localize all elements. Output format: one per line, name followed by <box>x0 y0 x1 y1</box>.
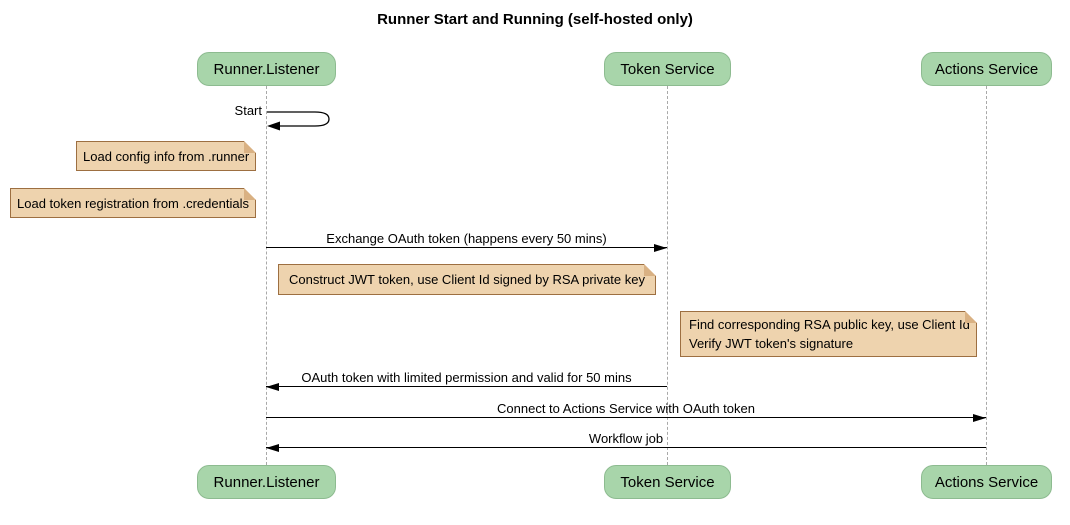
note-text: Load config info from .runner <box>83 148 250 164</box>
arrow-right-icon <box>266 417 986 418</box>
arrow-right-icon <box>266 247 667 248</box>
message-workflow-job: Workflow job <box>266 431 986 448</box>
message-oauth-token-return: OAuth token with limited permission and … <box>266 370 667 387</box>
participant-actions-service-top: Actions Service <box>921 52 1052 86</box>
message-label: Workflow job <box>588 431 664 446</box>
participant-label: Actions Service <box>934 60 1039 78</box>
participant-actions-service-bottom: Actions Service <box>921 465 1052 499</box>
participant-label: Actions Service <box>934 473 1039 491</box>
message-label: Connect to Actions Service with OAuth to… <box>497 401 755 416</box>
diagram-title: Runner Start and Running (self-hosted on… <box>377 11 693 28</box>
note-construct-jwt: Construct JWT token, use Client Id signe… <box>278 264 656 295</box>
lifeline-actions-service <box>986 86 987 465</box>
participant-label: Runner.Listener <box>213 473 320 491</box>
message-connect-actions-service: Connect to Actions Service with OAuth to… <box>266 401 986 418</box>
message-start-label: Start <box>234 103 262 118</box>
participant-runner-listener-top: Runner.Listener <box>197 52 336 86</box>
note-load-config: Load config info from .runner <box>76 141 256 171</box>
note-text: Load token registration from .credential… <box>17 195 249 211</box>
lifeline-token-service <box>667 86 668 465</box>
note-load-token-registration: Load token registration from .credential… <box>10 188 256 218</box>
participant-token-service-top: Token Service <box>604 52 731 86</box>
note-text-line2: Verify JWT token's signature <box>689 336 854 351</box>
arrow-left-icon <box>266 386 667 387</box>
message-label: Exchange OAuth token (happens every 50 m… <box>326 231 607 246</box>
participant-label: Token Service <box>620 473 715 491</box>
note-text-line1: Find corresponding RSA public key, use C… <box>689 317 970 332</box>
participant-label: Token Service <box>620 60 715 78</box>
self-message-arrow <box>267 111 330 131</box>
arrow-left-icon <box>266 447 986 448</box>
message-label: OAuth token with limited permission and … <box>301 370 632 385</box>
participant-token-service-bottom: Token Service <box>604 465 731 499</box>
note-text: Construct JWT token, use Client Id signe… <box>289 272 645 287</box>
participant-runner-listener-bottom: Runner.Listener <box>197 465 336 499</box>
participant-label: Runner.Listener <box>213 60 320 78</box>
note-verify-jwt: Find corresponding RSA public key, use C… <box>680 311 977 357</box>
lifeline-runner-listener <box>266 86 267 465</box>
message-exchange-oauth-token: Exchange OAuth token (happens every 50 m… <box>266 231 667 248</box>
